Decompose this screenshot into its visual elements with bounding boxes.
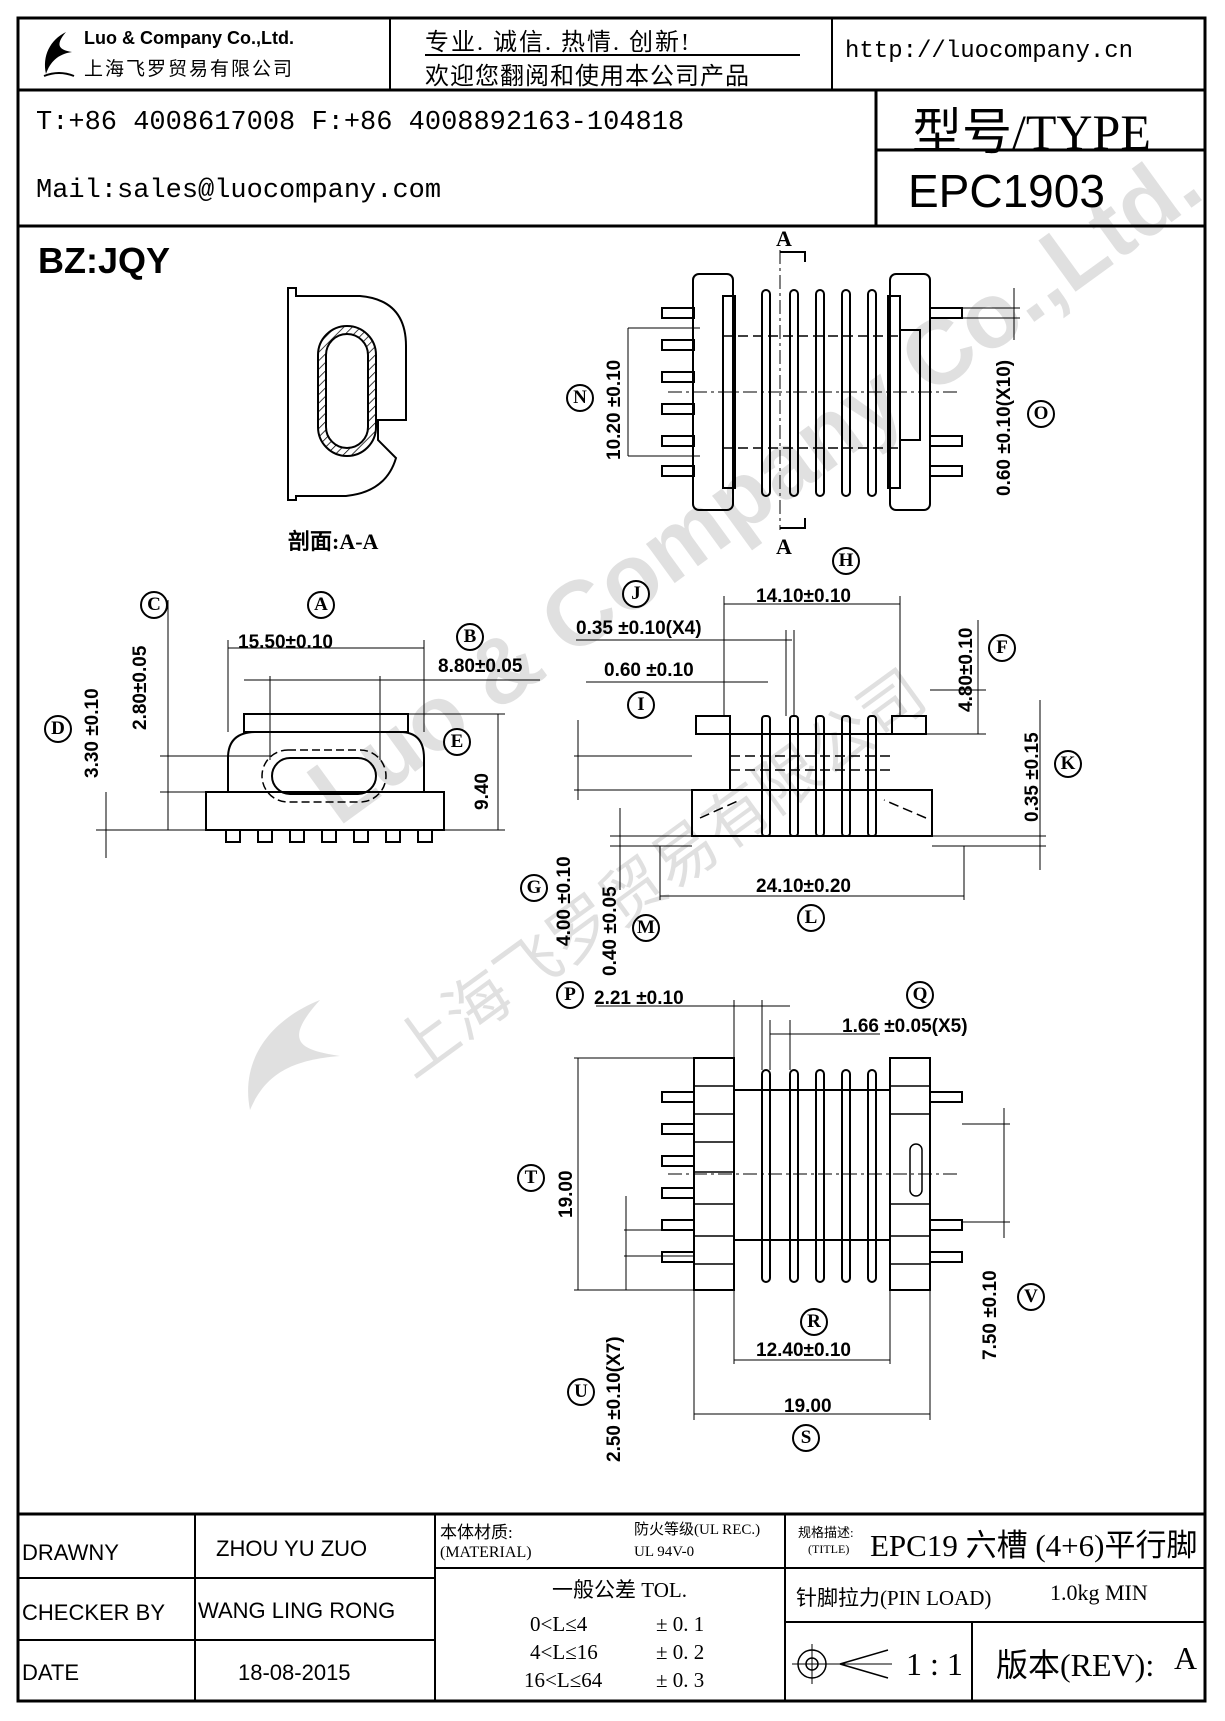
dim-e: 9.40	[472, 773, 493, 810]
bz-code: BZ:JQY	[38, 240, 171, 281]
company-logo	[36, 28, 76, 80]
dim-o: 0.60 ±0.10(X10)	[994, 359, 1015, 496]
pin-load-label: 针脚拉力(PIN LOAD)	[796, 1586, 992, 1610]
scale-value: 1 : 1	[906, 1646, 963, 1682]
dim-p: 2.21 ±0.10	[594, 988, 684, 1009]
tol-value-1: ± 0. 1	[656, 1612, 705, 1636]
callout-f: F	[988, 634, 1016, 662]
title-value: EPC19 六槽 (4+6)平行脚	[870, 1528, 1198, 1563]
callout-v: V	[1017, 1283, 1045, 1311]
tol-range-1: 0<L≤4	[530, 1612, 588, 1636]
date-value: 18-08-2015	[238, 1660, 351, 1685]
callout-j: J	[622, 580, 650, 608]
dim-a: 15.50±0.10	[238, 632, 333, 653]
checker-label: CHECKER BY	[22, 1600, 166, 1625]
tolerance-title: 一般公差 TOL.	[552, 1578, 687, 1602]
callout-t: T	[517, 1164, 545, 1192]
company-name-cn: 上海飞罗贸易有限公司	[84, 59, 295, 80]
title-label: 规格描述:	[798, 1525, 854, 1540]
callout-s: S	[792, 1424, 820, 1452]
callout-g: G	[520, 874, 548, 902]
checker-value: WANG LING RONG	[198, 1598, 396, 1623]
dim-d: 3.30 ±0.10	[82, 688, 103, 778]
dim-g: 4.00 ±0.10	[554, 856, 575, 946]
material-label: 本体材质:	[440, 1523, 513, 1542]
projection-symbol-icon	[792, 1644, 892, 1684]
rev-value: A	[1174, 1640, 1198, 1676]
dim-b: 8.80±0.05	[438, 656, 523, 677]
dim-h: 14.10±0.10	[756, 586, 851, 607]
company-name-en: Luo & Company Co.,Ltd.	[84, 28, 294, 48]
title-en: (TITLE)	[808, 1542, 850, 1556]
callout-p: P	[556, 981, 584, 1009]
phone-fax: T:+86 4008617008 F:+86 4008892163-104818	[36, 108, 685, 138]
dim-c: 2.80±0.05	[130, 645, 151, 730]
material-en: (MATERIAL)	[440, 1544, 532, 1561]
website-link[interactable]: http://luocompany.cn	[845, 38, 1134, 65]
dim-t: 19.00	[556, 1170, 577, 1218]
dim-j: 0.35 ±0.10(X4)	[576, 618, 702, 639]
tol-value-2: ± 0. 2	[656, 1640, 705, 1664]
callout-d: D	[44, 715, 72, 743]
dim-u: 2.50 ±0.10(X7)	[604, 1336, 625, 1462]
slogan-divider	[425, 54, 800, 56]
section-marker-bottom: A	[776, 534, 792, 559]
callout-r: R	[800, 1308, 828, 1336]
fire-label: 防火等级(UL REC.)	[634, 1522, 761, 1538]
callout-i: I	[627, 691, 655, 719]
dim-n: 10.20 ±0.10	[604, 359, 625, 460]
fire-value: UL 94V-0	[634, 1544, 695, 1560]
type-label: 型号/TYPE	[912, 104, 1151, 160]
dim-l: 24.10±0.20	[756, 876, 851, 897]
callout-k: K	[1054, 750, 1082, 778]
dim-v: 7.50 ±0.10	[980, 1270, 1001, 1360]
dim-i: 0.60 ±0.10	[604, 660, 694, 681]
mail-address[interactable]: Mail:sales@luocompany.com	[36, 176, 442, 206]
slogan-line2: 欢迎您翻阅和使用本公司产品	[425, 64, 750, 90]
dim-m: 0.40 ±0.05	[600, 886, 621, 976]
section-caption: 剖面:A-A	[288, 529, 379, 554]
callout-a: A	[307, 591, 335, 619]
dim-k: 0.35 ±0.15	[1022, 732, 1043, 822]
callout-c: C	[140, 591, 168, 619]
rev-label: 版本(REV):	[996, 1647, 1155, 1683]
dim-r: 12.40±0.10	[756, 1340, 851, 1361]
callout-b: B	[456, 623, 484, 651]
callout-h: H	[832, 547, 860, 575]
drawn-label: DRAWNY	[22, 1540, 119, 1565]
section-marker-top: A	[776, 226, 792, 251]
callout-e: E	[443, 728, 471, 756]
drawn-value: ZHOU YU ZUO	[216, 1536, 368, 1561]
callout-l: L	[797, 904, 825, 932]
tol-range-3: 16<L≤64	[524, 1668, 603, 1692]
dim-q: 1.66 ±0.05(X5)	[842, 1016, 968, 1037]
logo-swoosh-icon	[43, 32, 75, 77]
dim-s: 19.00	[784, 1396, 832, 1417]
callout-u: U	[567, 1378, 595, 1406]
dim-f: 4.80±0.10	[956, 627, 977, 712]
type-value: EPC1903	[908, 165, 1105, 217]
tol-range-2: 4<L≤16	[530, 1640, 598, 1664]
tol-value-3: ± 0. 3	[656, 1668, 705, 1692]
callout-o: O	[1027, 400, 1055, 428]
callout-n: N	[566, 384, 594, 412]
watermark-logo-icon	[248, 1000, 340, 1110]
date-label: DATE	[22, 1660, 80, 1685]
pin-load-value: 1.0kg MIN	[1050, 1580, 1148, 1605]
callout-m: M	[632, 914, 660, 942]
slogan-line1: 专业. 诚信. 热情. 创新!	[425, 30, 691, 56]
callout-q: Q	[906, 981, 934, 1009]
